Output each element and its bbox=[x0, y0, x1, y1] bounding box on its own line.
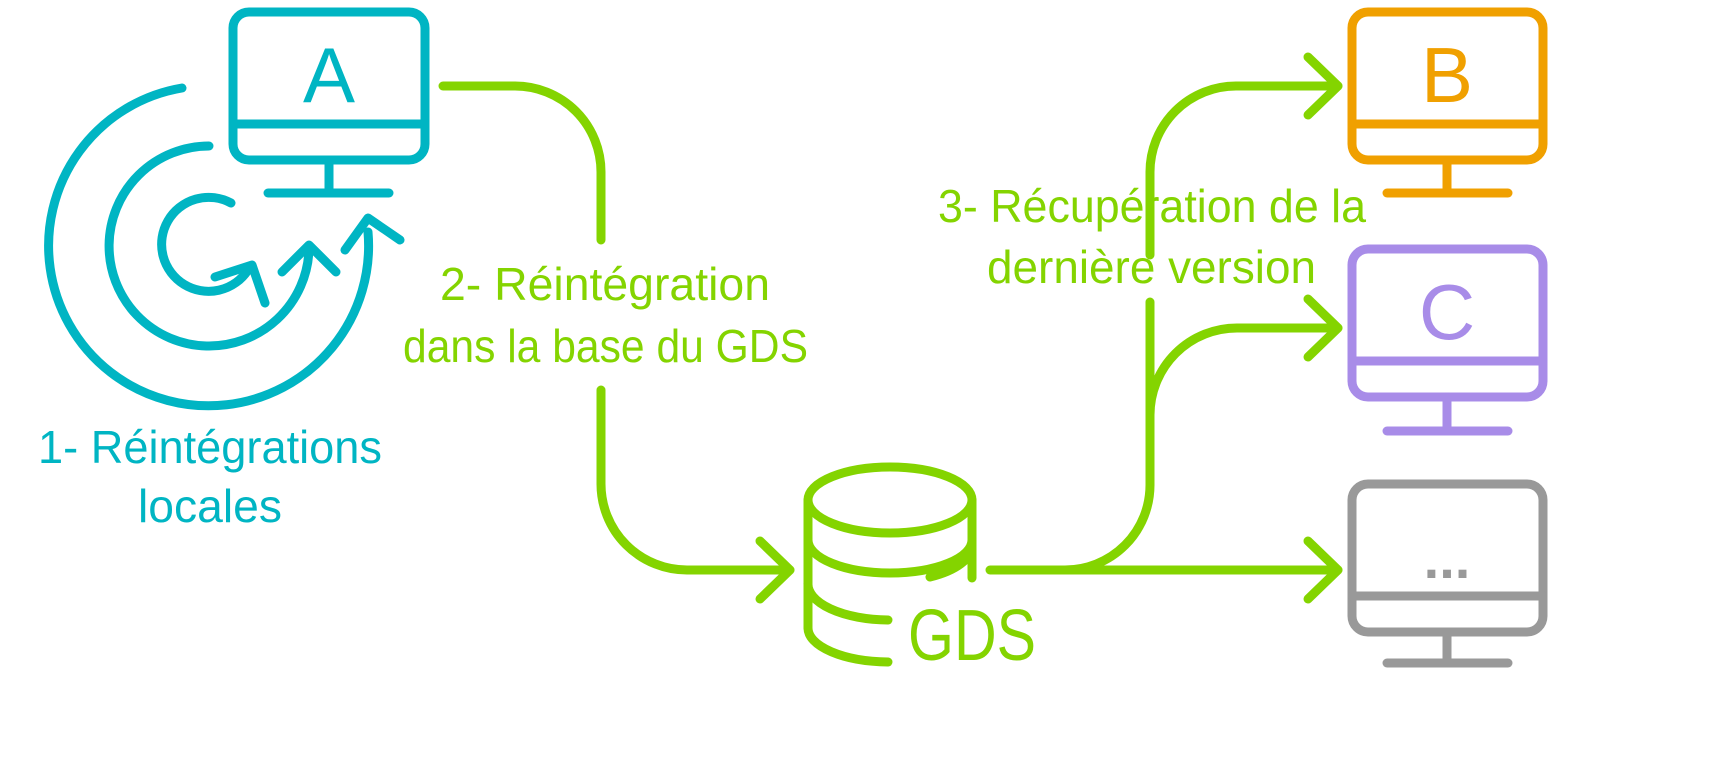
step1-line2: locales bbox=[138, 480, 282, 532]
computer-a-label: A bbox=[303, 31, 355, 119]
database-icon: GDS bbox=[803, 462, 1036, 676]
database-label: GDS bbox=[908, 596, 1036, 676]
step1-line1: 1- Réintégrations bbox=[38, 421, 382, 473]
step2-line2: dans la base du GDS bbox=[403, 320, 808, 372]
computer-other-icon: ... bbox=[1347, 479, 1548, 668]
connector-a-to-gds bbox=[438, 81, 795, 604]
computer-other-label: ... bbox=[1424, 527, 1471, 590]
computer-b-icon: B bbox=[1347, 7, 1548, 198]
computer-c-icon: C bbox=[1347, 244, 1548, 436]
arrow-head-icon bbox=[755, 536, 795, 604]
computer-b-label: B bbox=[1421, 31, 1473, 119]
connector-gds-to-clients bbox=[985, 52, 1343, 604]
computer-a-icon: A bbox=[228, 7, 430, 198]
local-cycle-icon bbox=[44, 83, 405, 411]
step2-line1: 2- Réintégration bbox=[440, 258, 770, 310]
computer-c-label: C bbox=[1419, 268, 1475, 356]
